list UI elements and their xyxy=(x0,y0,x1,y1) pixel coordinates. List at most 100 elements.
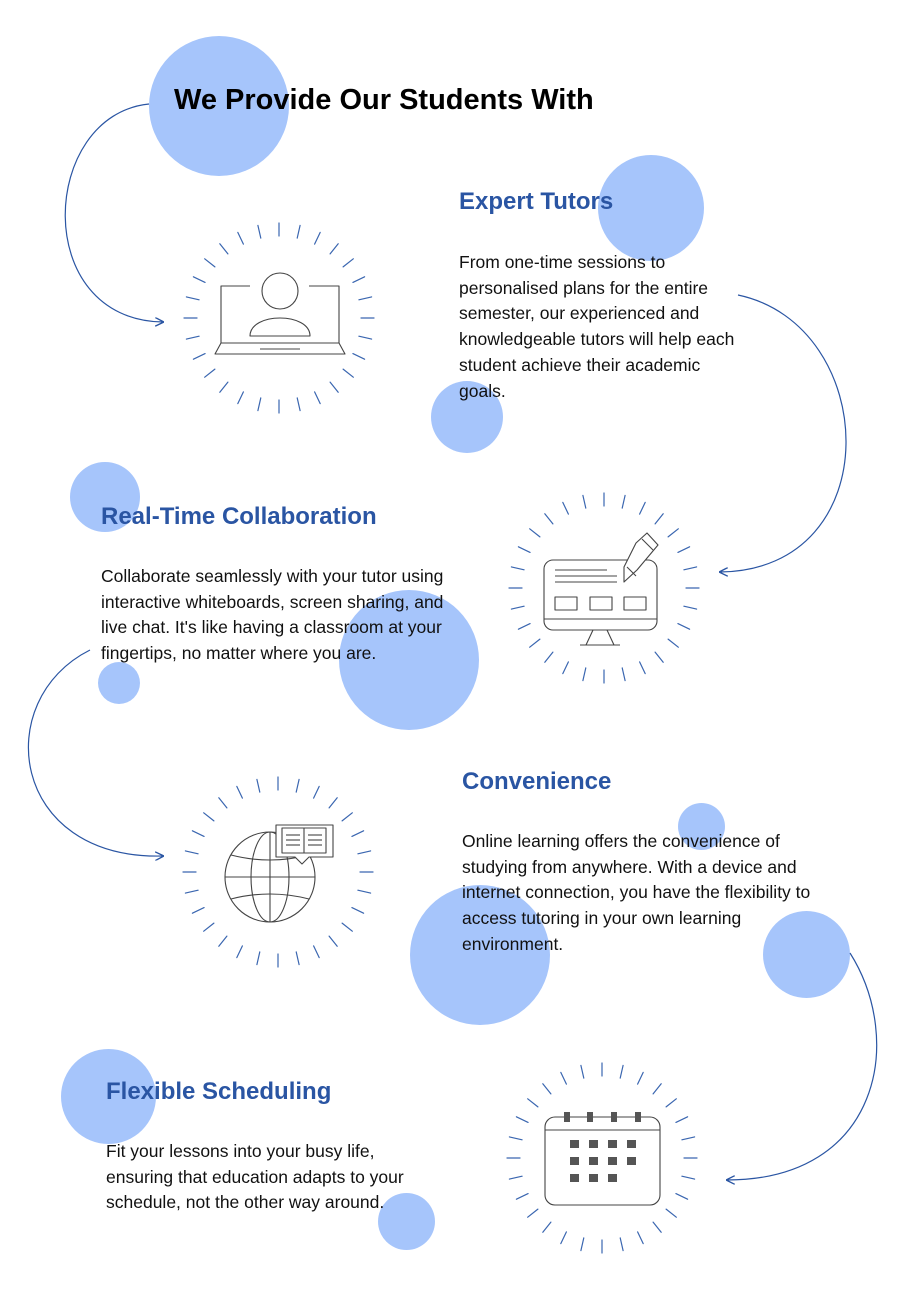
ray-line xyxy=(675,1116,689,1124)
ray-line xyxy=(192,353,206,360)
ray-line xyxy=(203,812,215,822)
ray-line xyxy=(580,1064,585,1079)
ray-line xyxy=(677,546,691,554)
ray-line xyxy=(582,494,587,509)
ray-line xyxy=(357,889,372,894)
ray-line xyxy=(237,391,244,405)
ray-burst xyxy=(182,776,374,968)
ray-line xyxy=(619,1237,624,1252)
calendar-icon xyxy=(544,1112,661,1206)
ray-line xyxy=(544,513,554,525)
ray-line xyxy=(341,812,353,822)
ray-line xyxy=(582,667,587,682)
ray-line xyxy=(358,296,373,301)
decor-circle xyxy=(598,155,704,261)
connector-arrow xyxy=(720,294,847,572)
ray-line xyxy=(296,397,301,412)
decor-circle xyxy=(763,911,850,998)
ray-line xyxy=(204,258,216,268)
ray-line xyxy=(529,638,541,648)
ray-line xyxy=(517,622,531,630)
online-tutor-laptop-icon xyxy=(214,272,346,355)
ray-line xyxy=(636,1071,644,1085)
feature-description: From one-time sessions to personalised p… xyxy=(459,252,735,401)
whiteboard-monitor-pencil-icon xyxy=(543,532,659,646)
ray-line xyxy=(667,638,679,648)
ray-line xyxy=(562,501,570,515)
ray-line xyxy=(236,785,243,799)
page-title: We Provide Our Students With xyxy=(174,84,594,116)
feature-heading: Flexible Scheduling xyxy=(106,1078,332,1105)
ray-line xyxy=(508,1136,523,1141)
feature-heading: Real-Time Collaboration xyxy=(101,503,377,530)
ray-line xyxy=(654,513,664,525)
ray-line xyxy=(329,381,339,393)
ray-line xyxy=(560,1231,568,1245)
ray-line xyxy=(328,935,338,947)
ray-line xyxy=(636,1231,644,1245)
ray-line xyxy=(184,889,199,894)
ray-line xyxy=(256,778,261,793)
ray-line xyxy=(358,335,373,340)
ray-line xyxy=(562,661,570,675)
ray-line xyxy=(184,850,199,855)
ray-line xyxy=(352,353,366,360)
ray-line xyxy=(295,778,300,793)
connector-arrow xyxy=(64,103,163,322)
ray-line xyxy=(342,258,354,268)
ray-line xyxy=(510,605,525,610)
ray-line xyxy=(257,397,262,412)
ray-line xyxy=(237,231,244,245)
ray-line xyxy=(329,243,339,255)
ray-line xyxy=(544,651,554,663)
ray-line xyxy=(621,667,626,682)
ray-line xyxy=(328,797,338,809)
ray-line xyxy=(357,850,372,855)
ray-line xyxy=(219,243,229,255)
ray-line xyxy=(542,1221,552,1233)
ray-line xyxy=(652,1083,662,1095)
ray-line xyxy=(665,1098,677,1108)
ray-line xyxy=(314,391,321,405)
decor-circle xyxy=(98,662,140,704)
ray-line xyxy=(621,494,626,509)
ray-line xyxy=(638,501,646,515)
ray-line xyxy=(542,1083,552,1095)
ray-line xyxy=(256,951,261,966)
connector-arrow xyxy=(27,649,163,856)
ray-line xyxy=(203,922,215,932)
ray-line xyxy=(185,335,200,340)
ray-line xyxy=(527,1098,539,1108)
ray-line xyxy=(619,1064,624,1079)
ray-line xyxy=(351,906,365,914)
decor-circle xyxy=(678,803,725,850)
ray-line xyxy=(295,951,300,966)
ray-line xyxy=(352,276,366,283)
ray-line xyxy=(313,945,320,959)
ray-line xyxy=(185,296,200,301)
feature-heading: Convenience xyxy=(462,768,612,795)
ray-line xyxy=(218,935,228,947)
ray-line xyxy=(560,1071,568,1085)
globe-book-icon xyxy=(224,824,334,923)
ray-burst xyxy=(508,492,700,684)
ray-line xyxy=(580,1237,585,1252)
ray-line xyxy=(683,566,698,571)
connector-arrow xyxy=(727,952,878,1180)
ray-line xyxy=(677,622,691,630)
decor-circle xyxy=(431,381,503,453)
decor-circle xyxy=(378,1193,435,1250)
ray-line xyxy=(191,906,205,914)
feature-description: Online learning offers the convenience o… xyxy=(462,831,811,954)
ray-line xyxy=(296,224,301,239)
ray-line xyxy=(675,1192,689,1200)
decor-circle xyxy=(149,36,289,176)
ray-line xyxy=(314,231,321,245)
ray-line xyxy=(257,224,262,239)
ray-line xyxy=(218,797,228,809)
ray-line xyxy=(517,546,531,554)
ray-line xyxy=(313,785,320,799)
ray-line xyxy=(351,830,365,838)
ray-line xyxy=(341,922,353,932)
feature-description: Fit your lessons into your busy life, en… xyxy=(106,1141,404,1213)
